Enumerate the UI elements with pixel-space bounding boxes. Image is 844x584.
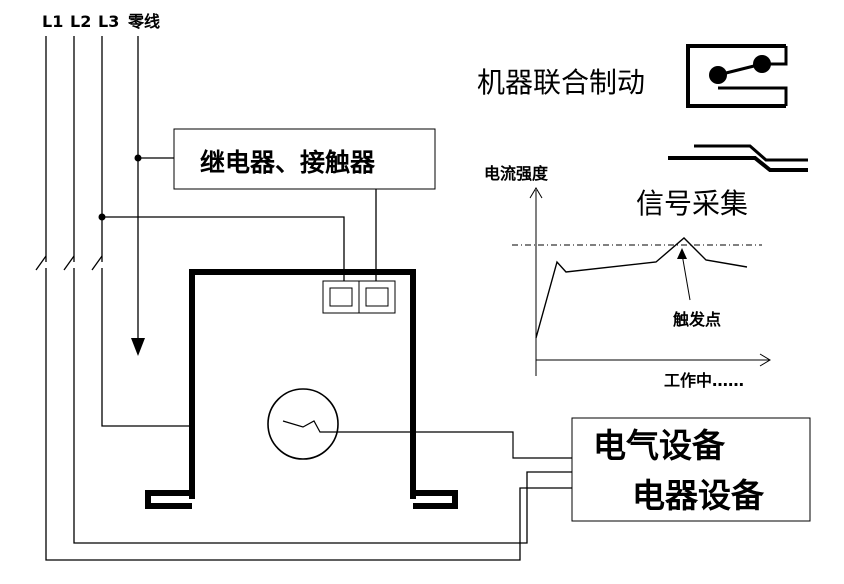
terminal-right-inner [365, 287, 389, 307]
current-chart: 电流强度 触发点 工作中…… [484, 164, 771, 390]
wire-l3-to-terminal [102, 216, 345, 282]
chart-ylabel: 电流强度 [484, 164, 549, 183]
label-l2: L2 [70, 12, 91, 31]
line-l2-break [63, 255, 75, 271]
linkage-icon [686, 44, 788, 108]
chart-annotation-arrowhead [677, 248, 687, 259]
line-l3-break [91, 255, 103, 271]
sensor-wire [282, 420, 572, 459]
chart-current-curve [535, 237, 748, 339]
relay-box [173, 128, 436, 190]
chart-xlabel: 工作中…… [664, 371, 744, 390]
device-housing [145, 269, 458, 509]
neutral-arrow [131, 338, 145, 356]
relay-box-label: 继电器、接触器 [200, 148, 376, 177]
equipment-label-1: 电气设备 [593, 426, 726, 465]
label-l3: L3 [98, 12, 119, 31]
signal-switch-icon [668, 144, 808, 172]
line-l3-bottom [101, 268, 192, 427]
line-l1-break [35, 255, 47, 271]
legend-signal-label: 信号采集 [636, 187, 748, 220]
label-l1: L1 [42, 12, 63, 31]
chart-annotation-label: 触发点 [672, 310, 721, 329]
junction-l3 [98, 213, 106, 221]
line-l1-bottom [45, 268, 572, 561]
chart-x-arrowhead [759, 353, 771, 367]
current-sensor-ring [267, 388, 339, 460]
label-neutral: 零线 [127, 12, 160, 31]
legend-linkage-label: 机器联合制动 [477, 66, 645, 99]
terminal-block [322, 280, 396, 314]
equipment-label-2: 电器设备 [632, 476, 765, 515]
junction-neutral [134, 154, 142, 162]
chart-annotation-pointer [681, 253, 691, 301]
equipment-box [571, 417, 811, 522]
chart-y-arrowhead [529, 187, 543, 199]
line-l2-bottom [73, 268, 572, 544]
terminal-left-inner [329, 287, 353, 307]
supply-lines [35, 36, 572, 561]
